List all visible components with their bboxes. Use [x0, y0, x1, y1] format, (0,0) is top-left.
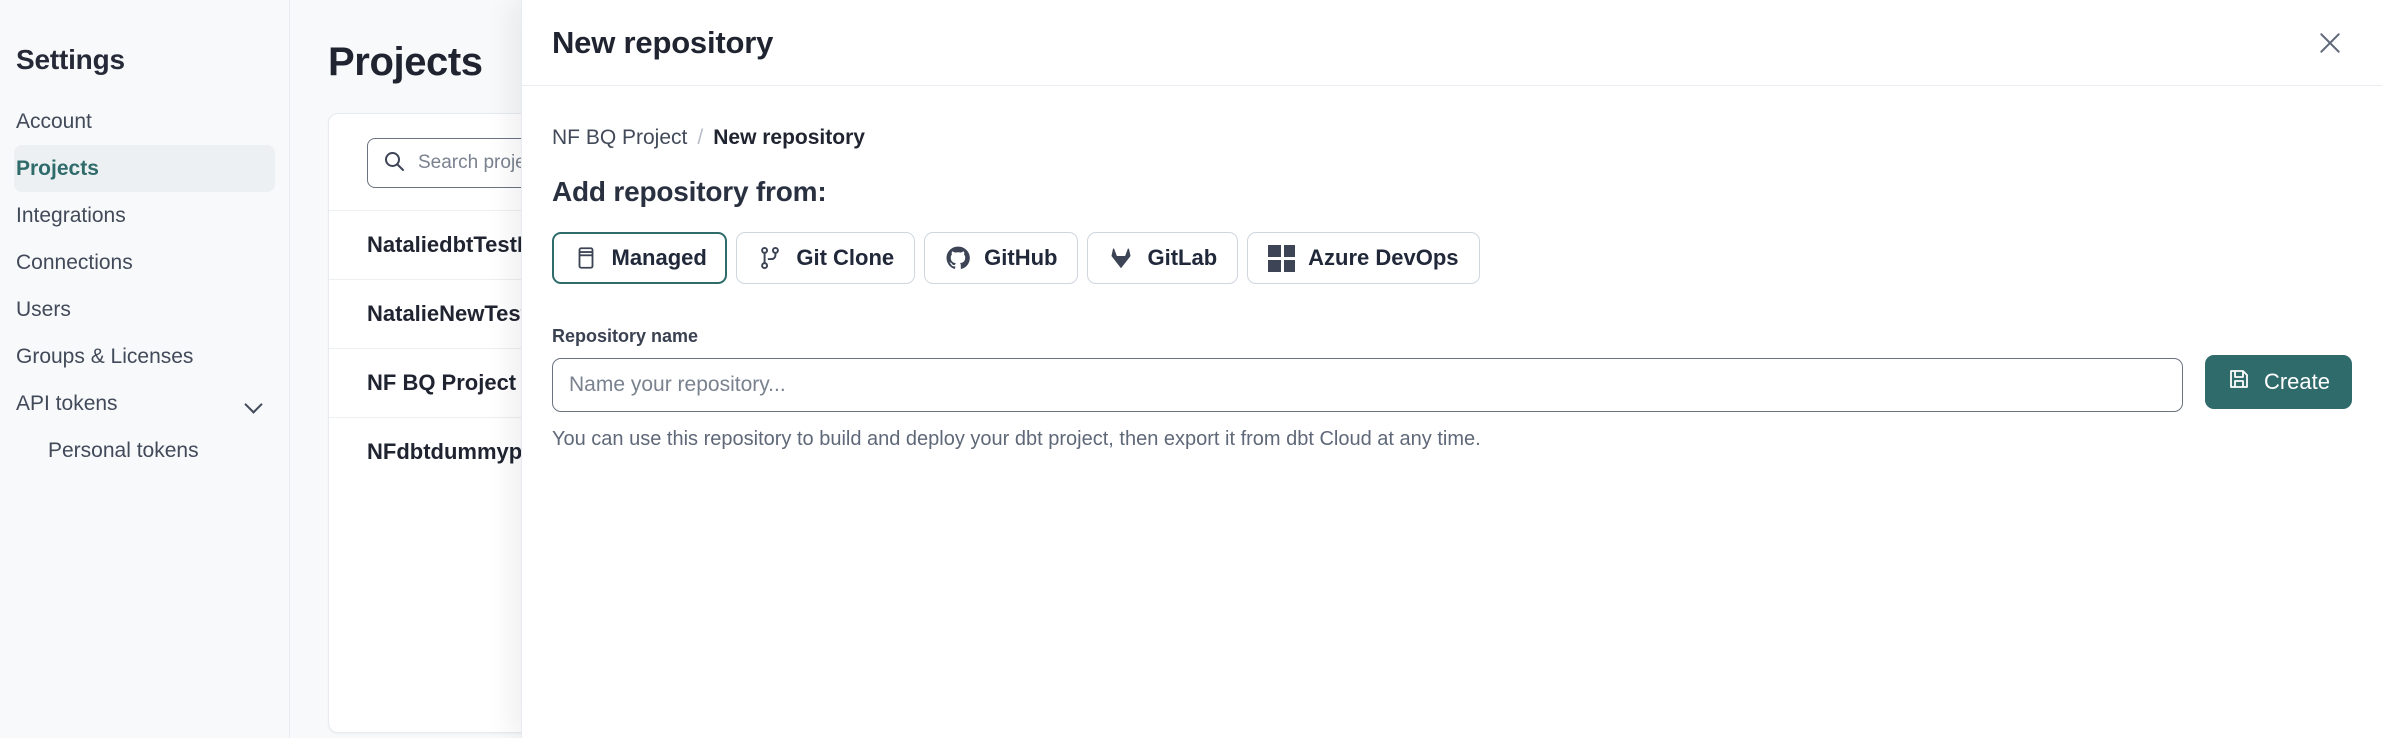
breadcrumb-current: New repository — [713, 126, 865, 149]
new-repository-modal: New repository NF BQ Project / New repos… — [521, 0, 2382, 738]
repository-helper-text: You can use this repository to build and… — [552, 428, 1481, 450]
repository-name-input[interactable] — [552, 358, 2183, 412]
sidebar-item-label: API tokens — [16, 391, 118, 415]
gitlab-icon — [1108, 245, 1134, 271]
breadcrumb-parent-link[interactable]: NF BQ Project — [552, 126, 688, 149]
page-title: Projects — [328, 40, 483, 84]
sidebar-item-api-tokens[interactable]: API tokens — [14, 380, 275, 427]
sidebar-item-label: Groups & Licenses — [16, 344, 194, 368]
search-icon — [382, 149, 406, 178]
source-option-label: Git Clone — [796, 245, 895, 270]
git-branch-icon — [757, 245, 783, 271]
sidebar-item-integrations[interactable]: Integrations — [14, 192, 275, 239]
sidebar-item-label: Users — [16, 297, 71, 321]
repository-name-field: Repository name You can use this reposit… — [552, 326, 2183, 451]
repository-form: Repository name You can use this reposit… — [552, 326, 2352, 451]
database-icon — [573, 245, 599, 271]
modal-title: New repository — [552, 24, 774, 60]
source-option-label: Azure DevOps — [1308, 245, 1459, 270]
github-icon — [945, 245, 971, 271]
sidebar-item-label: Personal tokens — [48, 438, 199, 462]
modal-header: New repository — [522, 0, 2382, 86]
sidebar-title: Settings — [16, 44, 125, 75]
azure-icon — [1268, 244, 1296, 272]
repository-name-label: Repository name — [552, 326, 699, 346]
source-option-label: GitHub — [984, 245, 1058, 270]
source-option-gitlab[interactable]: GitLab — [1087, 232, 1239, 284]
source-option-git-clone[interactable]: Git Clone — [736, 232, 916, 284]
create-button-label: Create — [2263, 369, 2330, 394]
modal-body: NF BQ Project / New repository Add repos… — [522, 86, 2382, 738]
project-name: NatalieNewTest — [367, 301, 528, 326]
chevron-down-icon[interactable] — [245, 394, 265, 414]
add-repository-heading: Add repository from: — [552, 176, 827, 207]
sidebar-item-label: Projects — [16, 156, 99, 180]
save-icon — [2227, 367, 2251, 397]
source-option-label: GitLab — [1147, 245, 1218, 270]
project-name: NF BQ Project — [367, 370, 517, 395]
create-button[interactable]: Create — [2204, 355, 2352, 409]
close-icon[interactable] — [2308, 21, 2352, 65]
sidebar-item-projects[interactable]: Projects — [14, 145, 275, 192]
source-option-github[interactable]: GitHub — [924, 232, 1079, 284]
sidebar-item-account[interactable]: Account — [14, 98, 275, 145]
source-option-managed[interactable]: Managed — [552, 232, 728, 284]
sidebar-item-users[interactable]: Users — [14, 286, 275, 333]
sidebar-item-connections[interactable]: Connections — [14, 239, 275, 286]
breadcrumb: NF BQ Project / New repository — [552, 126, 2352, 150]
sidebar-item-label: Account — [16, 109, 92, 133]
breadcrumb-separator: / — [697, 126, 704, 149]
sidebar-item-label: Connections — [16, 250, 133, 274]
sidebar-item-label: Integrations — [16, 203, 126, 227]
source-option-label: Managed — [611, 245, 707, 270]
repository-source-options: Managed Git Clone GitHub GitLab Azure DevOps — [552, 232, 2352, 284]
source-option-azure-devops[interactable]: Azure DevOps — [1247, 232, 1480, 284]
sidebar-item-personal-tokens[interactable]: Personal tokens — [14, 427, 275, 474]
sidebar-item-groups-licenses[interactable]: Groups & Licenses — [14, 333, 275, 380]
